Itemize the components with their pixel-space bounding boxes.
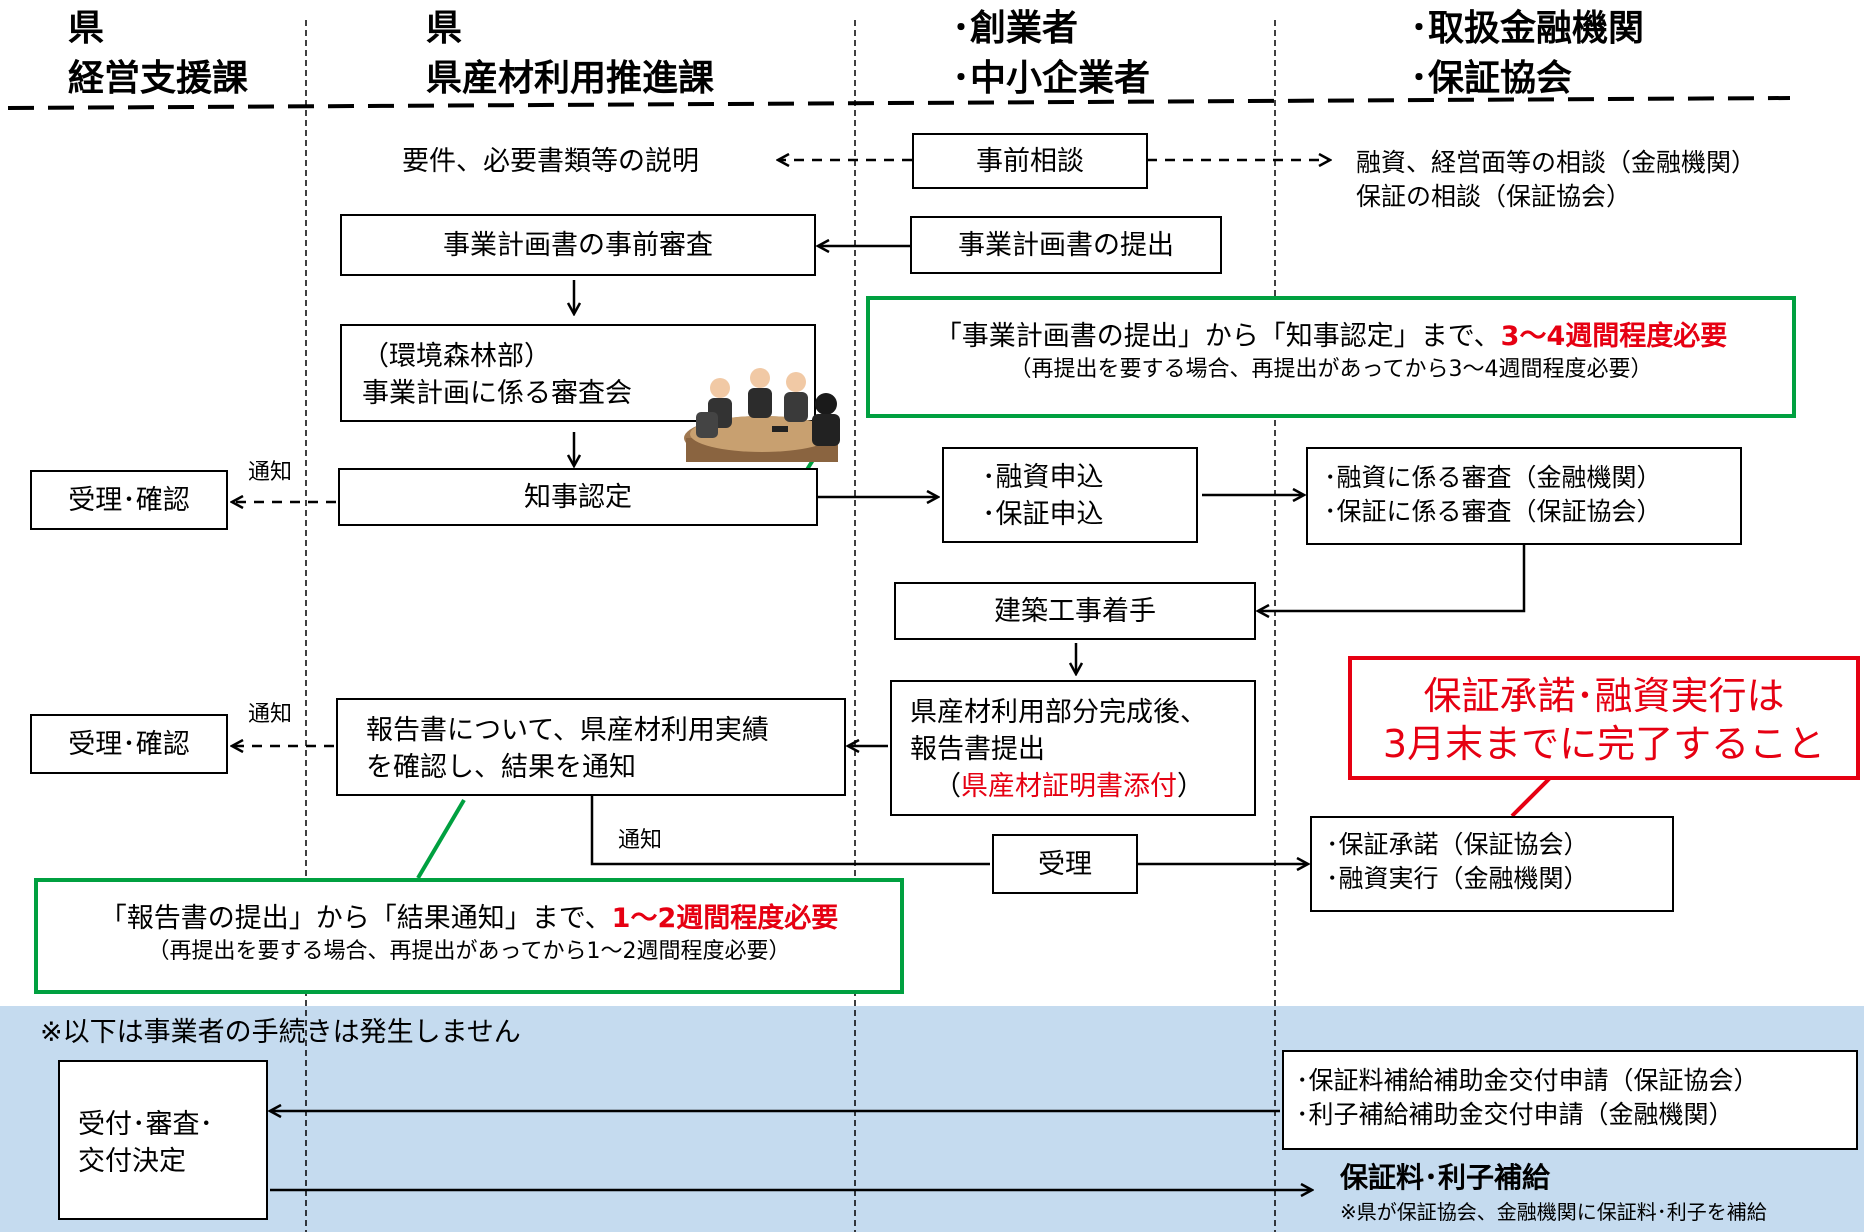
meeting-illustration-icon — [684, 368, 840, 462]
prior-consult-label: 事前相談 — [976, 145, 1084, 177]
review-board-line1: （環境森林部） — [362, 341, 551, 372]
bank-review-line1: ･融資に係る審査（金融機関） — [1324, 463, 1662, 492]
plan-prereview-label: 事業計画書の事前審査 — [443, 229, 713, 261]
grant-decision-line2: 交付決定 — [78, 1146, 186, 1177]
header-col4-line2: ･保証協会 — [1410, 58, 1573, 99]
review-board-box: （環境森林部） 事業計画に係る審査会 — [340, 324, 816, 422]
green-callout-2-line2: （再提出を要する場合、再提出があってから1～2週間程度必要） — [147, 939, 791, 964]
red-callout-line2: 3月末までに完了すること — [1382, 722, 1826, 766]
header-col1: 県 経営支援課 — [68, 4, 248, 104]
report-check-line1: 報告書について、県産材利用実績 — [366, 715, 769, 746]
header-col3-line2: ･中小企業者 — [952, 58, 1151, 99]
green-callout-2: 「報告書の提出」から「結果通知」まで、1～2週間程度必要 （再提出を要する場合、… — [34, 878, 904, 994]
header-col3-line1: ･創業者 — [952, 8, 1079, 49]
report-submit-paren-open: （ — [934, 771, 961, 802]
header-col1-line1: 県 — [68, 8, 105, 49]
plan-prereview-box: 事業計画書の事前審査 — [340, 214, 816, 276]
red-callout-line1: 保証承諾･融資実行は — [1423, 674, 1785, 718]
guarantee-exec-line2: ･融資実行（金融機関） — [1326, 864, 1589, 893]
header-col2: 県 県産材利用推進課 — [426, 4, 714, 104]
explain-requirements: 要件、必要書類等の説明 — [402, 146, 699, 177]
finance-consult-line1: 融資、経営面等の相談（金融機関） — [1356, 148, 1757, 177]
loan-apply-line2: ･保証申込 — [982, 499, 1104, 530]
green-callout-2-text: 「報告書の提出」から「結果通知」まで、 — [99, 903, 612, 934]
header-col3: ･創業者 ･中小企業者 — [952, 4, 1150, 104]
header-divider — [7, 96, 1791, 110]
bottom-note: ※以下は事業者の手続きは発生しません — [40, 1017, 521, 1048]
subsidy-apply-line2: ･利子補給補助金交付申請（金融機関） — [1296, 1100, 1734, 1129]
prior-consult-box: 事前相談 — [912, 133, 1148, 189]
subsidy-apply-line1: ･保証料補給補助金交付申請（保証協会） — [1296, 1066, 1759, 1095]
construction-start-label: 建築工事着手 — [994, 595, 1156, 627]
report-check-line2: を確認し、結果を通知 — [366, 752, 636, 783]
report-submit-paren-close: ） — [1177, 771, 1204, 802]
grant-decision-line1: 受付･審査･ — [78, 1109, 213, 1140]
plan-submit-label: 事業計画書の提出 — [958, 229, 1174, 261]
header-col2-line1: 県 — [426, 8, 463, 49]
governor-cert-label: 知事認定 — [524, 481, 632, 513]
green-callout-1-text: 「事業計画書の提出」から「知事認定」まで、 — [934, 321, 1501, 352]
notify-label-2: 通知 — [248, 702, 293, 727]
bank-review-line2: ･保証に係る審査（保証協会） — [1324, 497, 1662, 526]
report-submit-box: 県産材利用部分完成後、 報告書提出 （県産材証明書添付） — [890, 680, 1256, 816]
report-submit-line1: 県産材利用部分完成後、 — [910, 697, 1207, 728]
header-col4-line1: ･取扱金融機関 — [1410, 8, 1645, 49]
red-callout: 保証承諾･融資実行は 3月末までに完了すること — [1348, 656, 1860, 780]
bank-review-box: ･融資に係る審査（金融機関） ･保証に係る審査（保証協会） — [1306, 447, 1742, 545]
line-notify-3 — [590, 796, 990, 866]
header-col1-line2: 経営支援課 — [68, 58, 249, 99]
report-submit-line2: 報告書提出 — [910, 734, 1045, 765]
finance-consult-line2: 保証の相談（保証協会） — [1356, 182, 1632, 211]
loan-apply-line1: ･融資申込 — [982, 462, 1104, 493]
arrow-to-construction — [1258, 545, 1526, 611]
green-connector-2 — [416, 798, 466, 880]
guarantee-exec-box: ･保証承諾（保証協会） ･融資実行（金融機関） — [1310, 816, 1674, 912]
subsidy-note: ※県が保証協会、金融機関に保証料･利子を補給 — [1340, 1200, 1767, 1224]
grant-decision-box: 受付･審査･ 交付決定 — [58, 1060, 268, 1220]
finance-consult: 融資、経営面等の相談（金融機関） 保証の相談（保証協会） — [1356, 146, 1756, 214]
report-check-box: 報告書について、県産材利用実績 を確認し、結果を通知 — [336, 698, 846, 796]
green-callout-1: 「事業計画書の提出」から「知事認定」まで、3～4週間程度必要 （再提出を要する場… — [866, 296, 1796, 418]
guarantee-exec-line1: ･保証承諾（保証協会） — [1326, 830, 1589, 859]
green-callout-2-period: 1～2週間程度必要 — [611, 903, 839, 934]
green-callout-1-line1: 「事業計画書の提出」から「知事認定」まで、3～4週間程度必要 — [870, 318, 1792, 355]
notify-label-3: 通知 — [618, 828, 663, 853]
green-callout-2-line1: 「報告書の提出」から「結果通知」まで、1～2週間程度必要 — [38, 900, 900, 937]
subsidy-title: 保証料･利子補給 — [1340, 1161, 1551, 1194]
receipt-confirm-box-2: 受理･確認 — [30, 714, 228, 774]
governor-cert-box: 知事認定 — [338, 468, 818, 526]
green-callout-1-period: 3～4週間程度必要 — [1500, 321, 1728, 352]
plan-submit-box: 事業計画書の提出 — [910, 216, 1222, 274]
receipt-confirm-label-1: 受理･確認 — [68, 484, 190, 516]
accept-label: 受理 — [1038, 848, 1092, 880]
header-col4: ･取扱金融機関 ･保証協会 — [1410, 4, 1644, 104]
construction-start-box: 建築工事着手 — [894, 582, 1256, 640]
receipt-confirm-box-1: 受理･確認 — [30, 470, 228, 530]
green-callout-1-line2: （再提出を要する場合、再提出があってから3～4週間程度必要） — [1009, 357, 1653, 382]
report-submit-certificate: 県産材証明書添付 — [961, 771, 1177, 802]
loan-apply-box: ･融資申込 ･保証申込 — [942, 447, 1198, 543]
header-col2-line2: 県産材利用推進課 — [426, 58, 715, 99]
report-submit-line3: （県産材証明書添付） — [910, 768, 1254, 805]
subsidy-apply-box: ･保証料補給補助金交付申請（保証協会） ･利子補給補助金交付申請（金融機関） — [1282, 1050, 1858, 1150]
receipt-confirm-label-2: 受理･確認 — [68, 728, 190, 760]
review-board-line2: 事業計画に係る審査会 — [362, 378, 632, 409]
accept-box: 受理 — [992, 834, 1138, 894]
notify-label-1: 通知 — [248, 460, 293, 485]
red-connector — [1510, 776, 1552, 818]
